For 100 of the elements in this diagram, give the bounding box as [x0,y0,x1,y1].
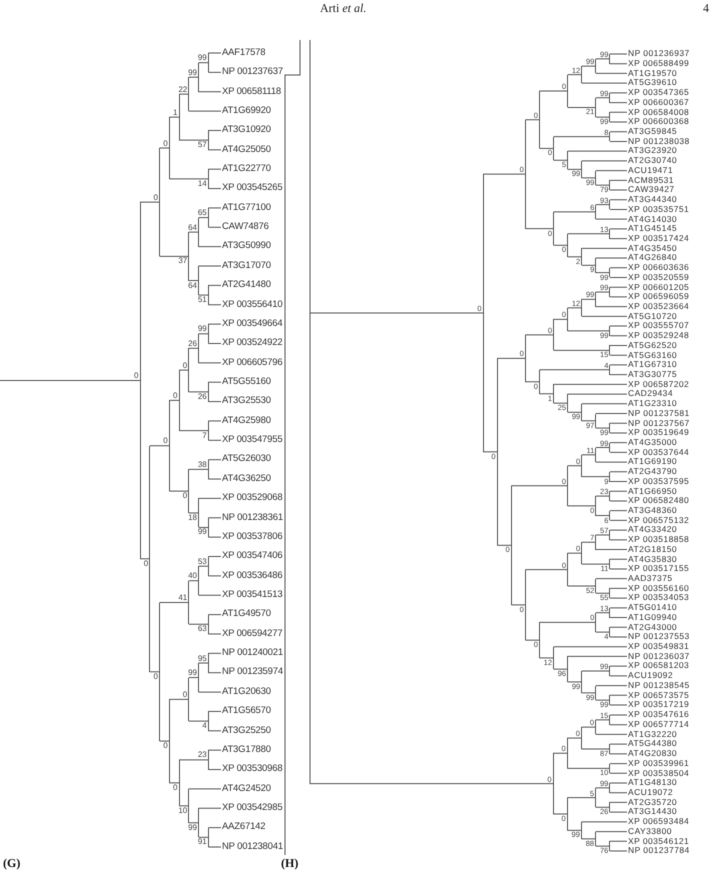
tree-branch [198,333,209,334]
tree-branch [595,700,610,701]
bootstrap-value: 0 [163,437,168,446]
gene-id-label: XP 003537806 [222,532,282,542]
tree-branch [609,792,628,794]
tree-branch [208,846,222,848]
tree-branch [198,526,209,528]
tree-branch [553,668,568,670]
tree-branch [553,384,628,385]
tree-branch [581,542,596,543]
gene-id-label: AT1G19570 [628,68,678,78]
tree-branch [149,445,170,446]
tree-branch [566,738,582,739]
tree-branch [198,692,222,693]
gene-id-label: AT3G14430 [628,807,678,816]
tree-branch [609,432,628,434]
tree-branch [198,62,209,64]
gene-id-label: XP 003549831 [628,642,690,651]
tree-branch [595,258,628,259]
tree-branch [595,787,610,788]
gene-id-label: ACU19072 [628,788,673,797]
tree-branch [168,116,180,118]
tree-branch [580,821,628,822]
tree-branch [566,768,610,769]
tree-branch [538,369,610,370]
tree-branch [208,130,222,131]
tree-branch [609,850,628,852]
gene-id-label: AT3G17880 [222,744,271,754]
tree-branch [609,568,628,570]
gene-id-label: AT4G25980 [222,416,271,426]
tree-branch [496,358,526,359]
tree-branch [595,549,628,550]
tree-branch [609,530,628,531]
tree-branch [208,633,222,634]
gene-id-label: NP 001237553 [628,632,690,641]
gene-id-label: AT1G77100 [222,202,271,212]
gene-id-label: AAF17578 [222,48,266,58]
gene-id-label: AAZ67142 [222,822,266,832]
gene-id-label: AT3G17070 [222,260,271,270]
tree-branch [567,150,628,152]
tree-branch [595,534,610,536]
tree-branch [198,836,209,838]
tree-branch [609,296,628,298]
tree-branch [208,652,222,654]
tree-branch [609,140,628,142]
tree-branch [178,140,209,141]
tree-branch [595,612,610,614]
tree-branch [595,462,628,463]
tree-branch [198,662,209,664]
gene-id-label: XP 003547406 [222,551,282,561]
page-number: 4 [703,2,709,14]
tree-branch [567,585,596,586]
tree-branch [609,500,628,502]
gene-id-label: AT1G45145 [628,224,678,233]
tree-branch [208,226,222,228]
gene-id-label: AT2G35720 [628,798,678,806]
bootstrap-value: 0 [182,362,188,370]
tree-branch [149,671,160,672]
tree-branch [553,646,628,648]
gene-id-label: XP 003542985 [222,803,282,813]
tree-branch [595,447,610,448]
tree-branch [538,90,568,92]
tree-branch [595,204,610,206]
tree-branch [168,490,190,492]
gene-id-label: NP 001238545 [628,680,690,690]
gene-id-label: NP 001237567 [628,418,690,428]
tree-branch [524,228,554,230]
tree-branch [208,769,222,770]
tree-branch [609,238,628,240]
tree-branch [188,822,199,824]
tree-branch [567,505,596,506]
gene-id-label: AT3G48360 [628,506,678,514]
tree-branch [609,267,628,268]
bootstrap-value: 64 [188,282,197,290]
gene-id-label: XP 003517424 [628,234,690,242]
tree-branch [609,490,628,492]
tree-branch [178,370,190,371]
gene-id-label: XP 006581118 [222,86,282,96]
gene-id-label: XP 003519649 [628,428,690,437]
tree-branch [553,136,610,138]
gene-id-label: AT2G30740 [628,156,678,165]
bootstrap-value: 0 [163,140,168,148]
gene-id-label: CAW74876 [222,222,269,232]
bootstrap-value: 99 [198,325,207,334]
tree-branch [609,704,628,706]
tree-branch [595,58,610,60]
tree-branch [567,394,628,395]
tree-branch [595,184,610,186]
tree-branch [609,276,628,278]
tree-branch [553,350,610,351]
gene-id-label: AT1G23310 [628,399,678,408]
tree-branch [595,292,610,293]
tree-branch [581,264,596,266]
tree-branch [609,675,628,676]
gene-id-label: ACU19092 [628,671,673,680]
tree-branch [208,750,222,751]
gene-id-label: XP 003547955 [222,435,282,445]
tree-branch [538,657,554,658]
gene-id-label: AT3G23920 [628,146,678,155]
gene-id-label: XP 003556410 [222,300,282,310]
